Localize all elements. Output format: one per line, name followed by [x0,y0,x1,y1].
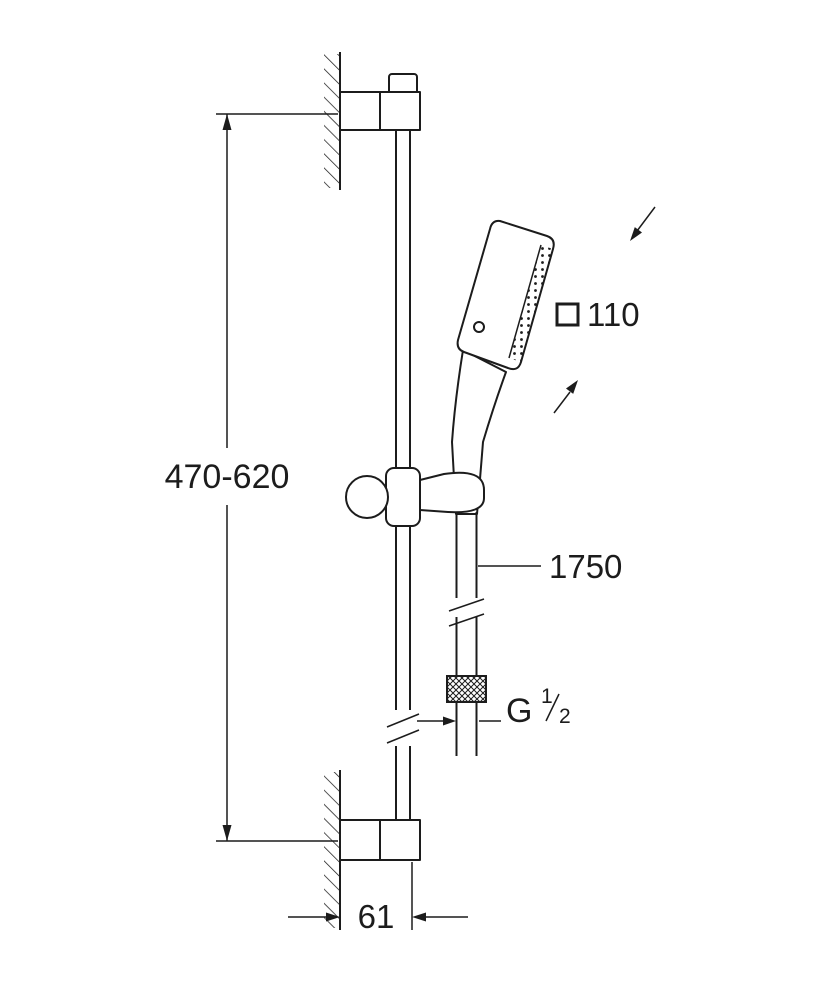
wall-hatch-bottom [324,770,341,930]
arrow-up-right-icon [566,380,578,394]
arrow-left-icon [412,912,426,922]
arrow-down-icon [222,825,232,841]
dimension-hose-length: 1750 [478,548,622,585]
spray-face-nozzles [509,245,553,362]
arrow-right-icon [326,912,340,922]
thread-numerator-label: 1 [541,685,553,708]
spray-mode-button [473,321,485,333]
hose-break-mark [448,613,485,627]
hose-break-mark [448,598,485,612]
arrow-up-icon [222,114,232,130]
rail-break-mark [386,729,420,744]
thread-letter-label: G [506,692,532,730]
dimension-head-width: 110 [553,206,656,414]
dimension-wall-distance: 61 [288,862,468,935]
hose-length-dimension-label: 1750 [549,548,622,585]
rail-height-dimension-label: 470-620 [165,458,290,496]
head-width-dimension-label: 110 [587,296,640,333]
arrow-right-icon [443,716,456,726]
dimension-thread-size: G 1 2 [417,685,571,730]
dimension-rail-height: 470-620 [165,113,338,842]
shower-hose [446,512,487,756]
shower-rail [339,73,421,861]
arrow-down-left-icon [630,227,642,241]
square-symbol-icon [555,302,580,327]
holder-arm [419,471,485,514]
rail-break-mark [386,713,420,728]
hand-shower [451,219,555,515]
slider-body [385,467,421,527]
hose-nut [446,675,487,703]
wall-distance-dimension-label: 61 [358,898,395,935]
wall-hatch-top [324,52,341,190]
thread-denominator-label: 2 [559,705,571,728]
slider-knob [345,475,389,519]
fraction-slash [545,693,560,722]
shower-holder-slider [345,467,485,527]
